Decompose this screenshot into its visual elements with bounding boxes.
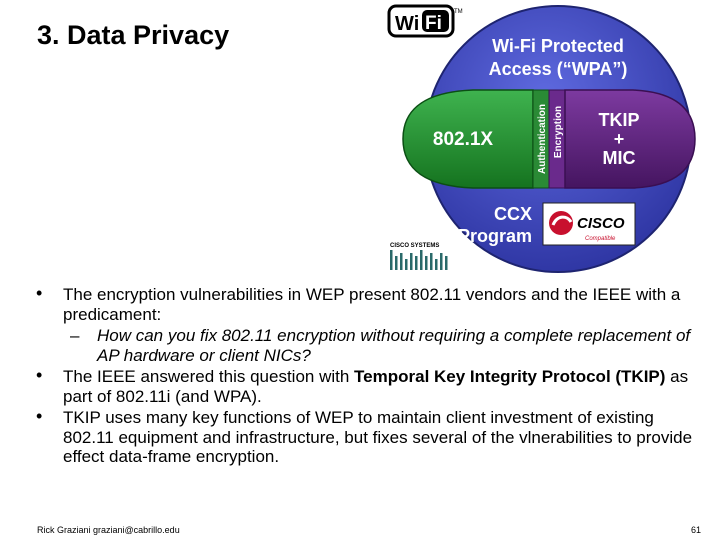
bullet-list: • The encryption vulnerabilities in WEP … (35, 283, 695, 469)
cisco-systems-logo: CISCO SYSTEMS (390, 243, 448, 270)
bullet-item: • The encryption vulnerabilities in WEP … (35, 283, 695, 324)
bullet-item: • TKIP uses many key functions of WEP to… (35, 406, 695, 467)
bullet-text: TKIP uses many key functions of WEP to m… (63, 408, 693, 466)
label-program: Program (458, 226, 532, 246)
sub-bullet-text: How can you fix 802.11 encryption withou… (97, 326, 691, 365)
cisco-systems-text: CISCO SYSTEMS (390, 243, 439, 249)
cisco-badge-name: CISCO (577, 215, 625, 232)
cisco-badge-sub: Compatible (585, 236, 616, 242)
wifi-logo: Wi Fi TM (387, 4, 463, 38)
wpa-diagram-graphic: Wi Fi TM Wi-Fi Protected Access (“WPA”) … (387, 4, 696, 273)
bullet-text: The encryption vulnerabilities in WEP pr… (63, 285, 681, 324)
wifi-logo-wi: Wi (395, 13, 419, 35)
page-number: 61 (690, 525, 701, 535)
label-encryption: Encryption (553, 106, 564, 158)
bullet-text-prefix: The IEEE answered this question with (63, 367, 355, 386)
label-tkip: TKIP (598, 110, 639, 130)
bullet-dot-icon: • (36, 406, 43, 426)
wifi-logo-fi: Fi (425, 13, 442, 34)
cisco-compatible-badge: CISCO Compatible (542, 202, 636, 246)
sub-bullet-item: – How can you fix 802.11 encryption with… (35, 326, 695, 365)
label-mic: MIC (603, 148, 636, 168)
bullet-text-suffix: as part of 802.11i (and WPA). (63, 367, 689, 406)
bullet-text-bold: Temporal Key Integrity Protocol (TKIP) (354, 367, 666, 386)
bullet-dot-icon: • (36, 365, 43, 385)
label-plus: + (614, 129, 625, 149)
bullet-item: • The IEEE answered this question with T… (35, 365, 695, 406)
middle-band (402, 89, 696, 189)
bullet-dot-icon: • (36, 283, 43, 303)
wpa-header-line2: Access (“WPA”) (489, 59, 628, 79)
slide-title: 3. Data Privacy (37, 20, 230, 50)
label-ccx: CCX (494, 204, 532, 224)
wpa-diagram: Wi Fi TM Wi-Fi Protected Access (“WPA”) … (383, 2, 703, 274)
label-authentication: Authentication (537, 104, 548, 174)
wpa-header-line1: Wi-Fi Protected (492, 36, 624, 56)
wifi-logo-tm: TM (454, 9, 463, 15)
footer-author: Rick Graziani graziani@cabrillo.edu (37, 525, 180, 535)
dash-icon: – (70, 326, 80, 345)
label-8021x: 802.1X (433, 129, 494, 150)
